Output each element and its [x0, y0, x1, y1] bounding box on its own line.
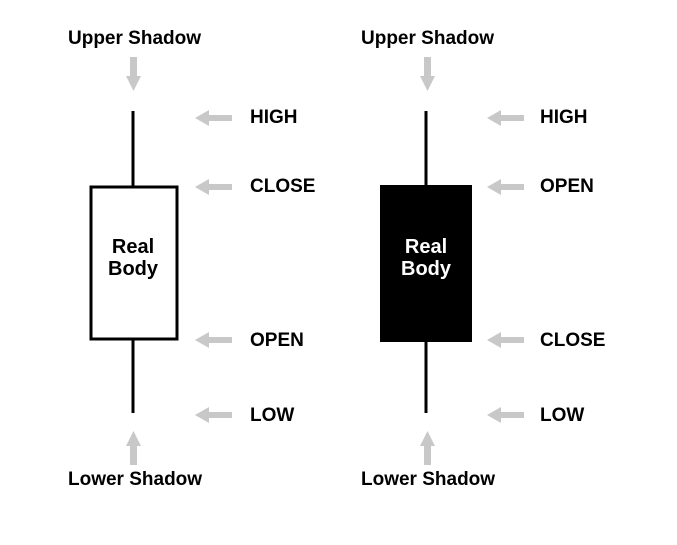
level-label-close: CLOSE — [250, 176, 316, 197]
level-label-high: HIGH — [250, 107, 298, 128]
level-label-open: OPEN — [250, 330, 304, 351]
upper-shadow-label: Upper Shadow — [68, 28, 202, 49]
body-label-line: Real — [111, 236, 155, 258]
level-label-close: CLOSE — [540, 330, 606, 351]
lower-shadow-label: Lower Shadow — [361, 469, 496, 490]
up-arrow-icon — [420, 431, 435, 465]
level-label-low: LOW — [250, 405, 295, 426]
left-arrow-icon — [487, 110, 524, 126]
upper-shadow-label: Upper Shadow — [361, 28, 495, 49]
body-label-line: Body — [108, 258, 158, 280]
down-arrow-icon — [420, 57, 435, 91]
body-label-line: Body — [401, 258, 451, 280]
left-arrow-icon — [195, 179, 232, 195]
left-arrow-icon — [487, 332, 524, 348]
level-label-low: LOW — [540, 405, 585, 426]
left-arrow-icon — [487, 179, 524, 195]
up-arrow-icon — [126, 431, 141, 465]
down-arrow-icon — [126, 57, 141, 91]
left-arrow-icon — [487, 407, 524, 423]
left-arrow-icon — [195, 332, 232, 348]
left-arrow-icon — [195, 407, 232, 423]
body-label-line: Real — [404, 236, 448, 258]
left-arrow-icon — [195, 110, 232, 126]
real-body-label: Real Body — [381, 236, 471, 280]
real-body-label: Real Body — [88, 236, 178, 280]
real-body-bearish — [380, 185, 472, 342]
level-label-high: HIGH — [540, 107, 588, 128]
level-label-open: OPEN — [540, 176, 594, 197]
lower-shadow-label: Lower Shadow — [68, 469, 203, 490]
